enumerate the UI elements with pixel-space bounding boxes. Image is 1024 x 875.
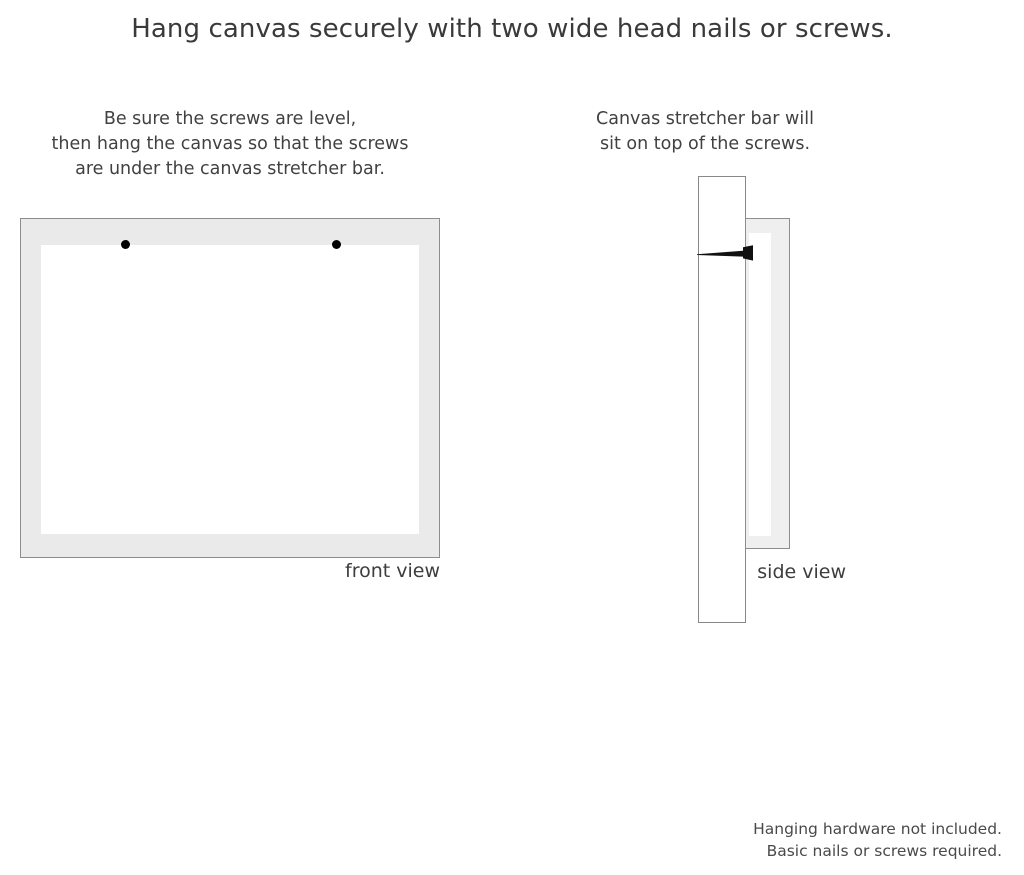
side-view-diagram [697, 176, 848, 626]
side-caption-line-2: sit on top of the screws. [599, 134, 811, 154]
footnote-line-2: Basic nails or screws required. [766, 842, 1002, 860]
footnote-line-1: Hanging hardware not included. [753, 820, 1002, 838]
screw-profile-icon [697, 245, 753, 261]
front-caption-line-2: then hang the canvas so that the screws [51, 134, 409, 154]
screw-dot-right-icon [332, 240, 341, 249]
front-caption-line-1: Be sure the screws are level, [103, 109, 357, 129]
canvas-face-front [41, 245, 419, 534]
canvas-face-side [749, 233, 771, 536]
footnote-disclaimer: Hanging hardware not included. Basic nai… [582, 818, 1002, 862]
front-view-caption: Be sure the screws are level, then hang … [14, 107, 446, 182]
screw-dot-left-icon [121, 240, 130, 249]
front-view-label: front view [345, 560, 440, 582]
side-view-label: side view [757, 561, 846, 583]
front-caption-line-3: are under the canvas stretcher bar. [75, 159, 385, 179]
front-view-diagram [20, 218, 440, 558]
page-title: Hang canvas securely with two wide head … [131, 14, 893, 44]
side-view-caption: Canvas stretcher bar will sit on top of … [560, 107, 850, 157]
side-caption-line-1: Canvas stretcher bar will [596, 109, 814, 129]
wall-strip-side [698, 176, 746, 623]
